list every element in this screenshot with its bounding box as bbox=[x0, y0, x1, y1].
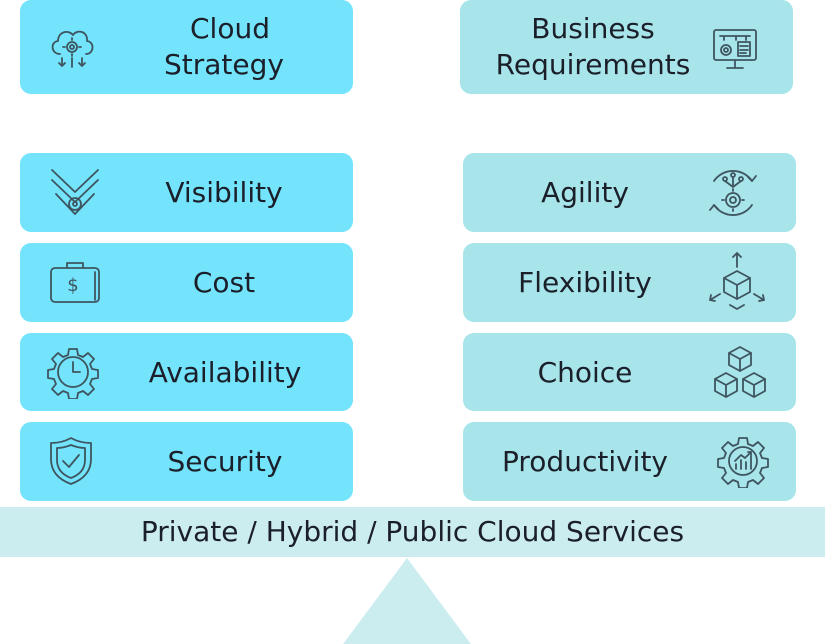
visibility-card: Visibility bbox=[20, 153, 353, 232]
productivity-card: Productivity bbox=[463, 422, 796, 501]
availability-card: Availability bbox=[20, 333, 353, 411]
business-requirements-card: Business Requirements bbox=[460, 0, 793, 94]
svg-text:$: $ bbox=[67, 275, 78, 296]
flexibility-card: Flexibility bbox=[463, 243, 796, 322]
cloud-gear-icon bbox=[46, 20, 98, 72]
cost-card: $ Cost bbox=[20, 243, 353, 322]
cloud-strategy-line1: Cloud bbox=[190, 12, 270, 45]
cube-arrows-icon bbox=[706, 249, 768, 315]
security-label: Security bbox=[167, 445, 283, 478]
dollar-briefcase-icon: $ bbox=[48, 258, 102, 308]
choice-label: Choice bbox=[537, 356, 633, 389]
cloud-services-label: Private / Hybrid / Public Cloud Services bbox=[140, 515, 685, 548]
gear-chart-icon bbox=[716, 434, 770, 488]
cloud-strategy-line2: Strategy bbox=[164, 48, 284, 81]
business-requirements-line2: Requirements bbox=[495, 48, 691, 81]
productivity-label: Productivity bbox=[502, 445, 668, 478]
cycle-gear-icon bbox=[704, 165, 762, 221]
agility-card: Agility bbox=[463, 153, 796, 232]
base-triangle bbox=[343, 558, 471, 644]
choice-card: Choice bbox=[463, 333, 796, 411]
clock-gear-icon bbox=[46, 345, 100, 399]
cloud-strategy-card: Cloud Strategy bbox=[20, 0, 353, 94]
flexibility-label: Flexibility bbox=[518, 266, 652, 299]
cloud-services-bar: Private / Hybrid / Public Cloud Services bbox=[0, 507, 825, 557]
stacked-cubes-icon bbox=[711, 344, 769, 400]
eye-chevron-icon bbox=[48, 166, 102, 220]
cost-label: Cost bbox=[192, 266, 256, 299]
shield-check-icon bbox=[48, 435, 94, 487]
security-card: Security bbox=[20, 422, 353, 501]
dashboard-monitor-icon bbox=[710, 24, 762, 76]
visibility-label: Visibility bbox=[165, 176, 283, 209]
availability-label: Availability bbox=[148, 356, 302, 389]
agility-label: Agility bbox=[541, 176, 629, 209]
business-requirements-line1: Business bbox=[531, 12, 655, 45]
